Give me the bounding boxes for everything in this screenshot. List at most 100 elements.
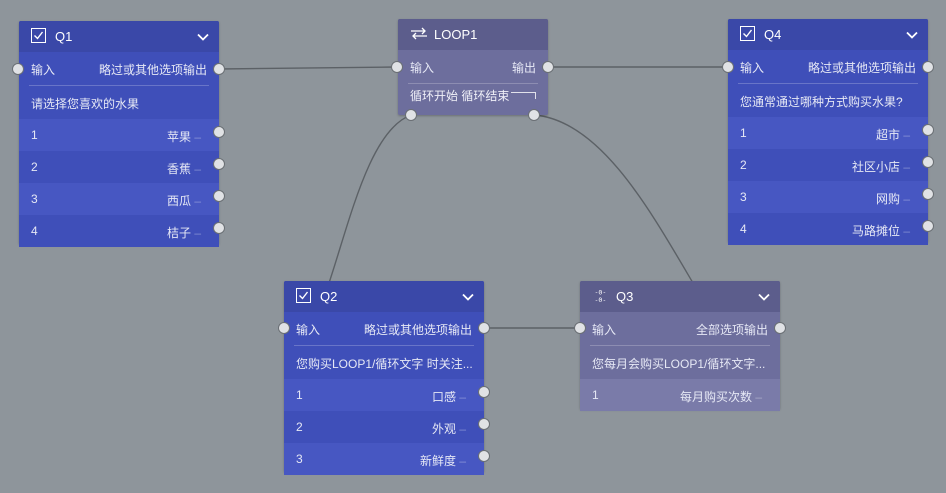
option-port[interactable] [922, 124, 934, 136]
option-index: 3 [740, 190, 747, 204]
option-label: 外观 [432, 420, 466, 437]
option-row: 4 桔子 [19, 215, 219, 247]
checkbox-icon [296, 288, 311, 303]
checkbox-icon [740, 26, 755, 41]
option-index: 4 [31, 224, 38, 238]
option-label: 社区小店 [852, 158, 910, 175]
io-row: 输入 略过或其他选项输出 [19, 52, 219, 85]
option-port[interactable] [922, 188, 934, 200]
node-title: LOOP1 [434, 27, 478, 42]
output-port[interactable] [542, 61, 554, 73]
option-row: 1 苹果 [19, 119, 219, 151]
divider [738, 83, 918, 84]
option-index: 3 [296, 452, 303, 466]
option-row: 2 香蕉 [19, 151, 219, 183]
output-label: 略过或其他选项输出 [807, 61, 916, 75]
loop-end-port[interactable] [528, 109, 540, 121]
loop-node-loop1[interactable]: LOOP1 输入 输出 循环开始 循环结束 [398, 19, 548, 115]
output-label: 略过或其他选项输出 [98, 63, 207, 77]
loop-start-label: 循环开始 [410, 89, 459, 103]
node-header[interactable]: Q2 [284, 281, 484, 312]
node-header[interactable]: LOOP1 [398, 19, 548, 50]
node-header[interactable]: Q1 [19, 21, 219, 52]
input-label: 输入 [410, 61, 435, 75]
chevron-down-icon[interactable] [195, 29, 211, 45]
chevron-down-icon[interactable] [904, 27, 920, 43]
option-port[interactable] [213, 222, 225, 234]
option-label: 西瓜 [167, 192, 201, 209]
option-row: 3 新鲜度 [284, 443, 484, 475]
question-text: 您购买LOOP1/循环文字 时关注... [296, 357, 473, 371]
option-label: 超市 [876, 126, 910, 143]
option-port[interactable] [478, 386, 490, 398]
input-label: 输入 [592, 323, 617, 337]
chevron-down-icon[interactable] [460, 289, 476, 305]
io-row: 输入 输出 [398, 50, 548, 83]
input-port[interactable] [278, 322, 290, 334]
option-index: 1 [592, 388, 599, 402]
option-port[interactable] [478, 418, 490, 430]
question-node-q1[interactable]: Q1 输入 略过或其他选项输出 请选择您喜欢的水果 1 苹果 2 香蕉 3 西瓜 4 桔… [19, 21, 219, 247]
question-node-q3[interactable]: -0- -0- Q3 输入 全部选项输出 您每月会购买LOOP1/循环文字...… [580, 281, 780, 411]
option-label: 桔子 [167, 224, 201, 241]
wire-loop-start-to-q2 [328, 114, 412, 284]
io-row: 输入 全部选项输出 [580, 312, 780, 345]
option-index: 2 [31, 160, 38, 174]
input-port[interactable] [722, 61, 734, 73]
option-index: 2 [296, 420, 303, 434]
option-port[interactable] [213, 190, 225, 202]
option-index: 4 [740, 222, 747, 236]
node-title: Q4 [764, 27, 782, 42]
option-row: 3 网购 [728, 181, 928, 213]
chevron-down-icon[interactable] [756, 289, 772, 305]
question-text: 您每月会购买LOOP1/循环文字... [592, 357, 766, 371]
node-title: Q1 [55, 29, 73, 44]
checkbox-icon [31, 28, 46, 43]
node-header[interactable]: Q4 [728, 19, 928, 50]
divider [29, 85, 209, 86]
input-port[interactable] [391, 61, 403, 73]
option-port[interactable] [922, 156, 934, 168]
option-port[interactable] [478, 450, 490, 462]
option-label: 网购 [876, 190, 910, 207]
divider [408, 83, 538, 84]
option-port[interactable] [213, 158, 225, 170]
option-index: 3 [31, 192, 38, 206]
output-label: 略过或其他选项输出 [363, 323, 472, 337]
output-label: 全部选项输出 [695, 323, 768, 337]
question-text: 请选择您喜欢的水果 [31, 97, 140, 111]
wire-q1-to-loop1 [218, 66, 398, 70]
input-port[interactable] [574, 322, 586, 334]
loop-start-port[interactable] [405, 109, 417, 121]
output-port[interactable] [478, 322, 490, 334]
option-label: 每月购买次数 [680, 388, 762, 405]
option-row: 2 社区小店 [728, 149, 928, 181]
option-label: 新鲜度 [420, 452, 466, 469]
input-label: 输入 [296, 323, 321, 337]
io-row: 输入 略过或其他选项输出 [728, 50, 928, 83]
output-port[interactable] [774, 322, 786, 334]
option-port[interactable] [922, 220, 934, 232]
option-row: 2 外观 [284, 411, 484, 443]
node-title: Q3 [616, 289, 634, 304]
input-label: 输入 [31, 63, 56, 77]
loop-end-label: 循环结束 [461, 89, 510, 103]
option-port[interactable] [213, 126, 225, 138]
question-node-q4[interactable]: Q4 输入 略过或其他选项输出 您通常通过哪种方式购买水果? 1超市 2社区小店… [728, 19, 928, 245]
output-port[interactable] [922, 61, 934, 73]
output-port[interactable] [213, 63, 225, 75]
option-index: 2 [740, 158, 747, 172]
option-label: 苹果 [167, 128, 201, 145]
option-label: 香蕉 [167, 160, 201, 177]
option-row: 1 每月购买次数 [580, 379, 780, 411]
node-header[interactable]: -0- -0- Q3 [580, 281, 780, 312]
svg-text:-0-: -0- [594, 289, 606, 297]
divider [590, 345, 770, 346]
input-port[interactable] [12, 63, 24, 75]
output-label: 输出 [511, 61, 536, 75]
loop-arrows-icon [411, 27, 427, 40]
option-index: 1 [740, 126, 747, 140]
option-index: 1 [31, 128, 38, 142]
